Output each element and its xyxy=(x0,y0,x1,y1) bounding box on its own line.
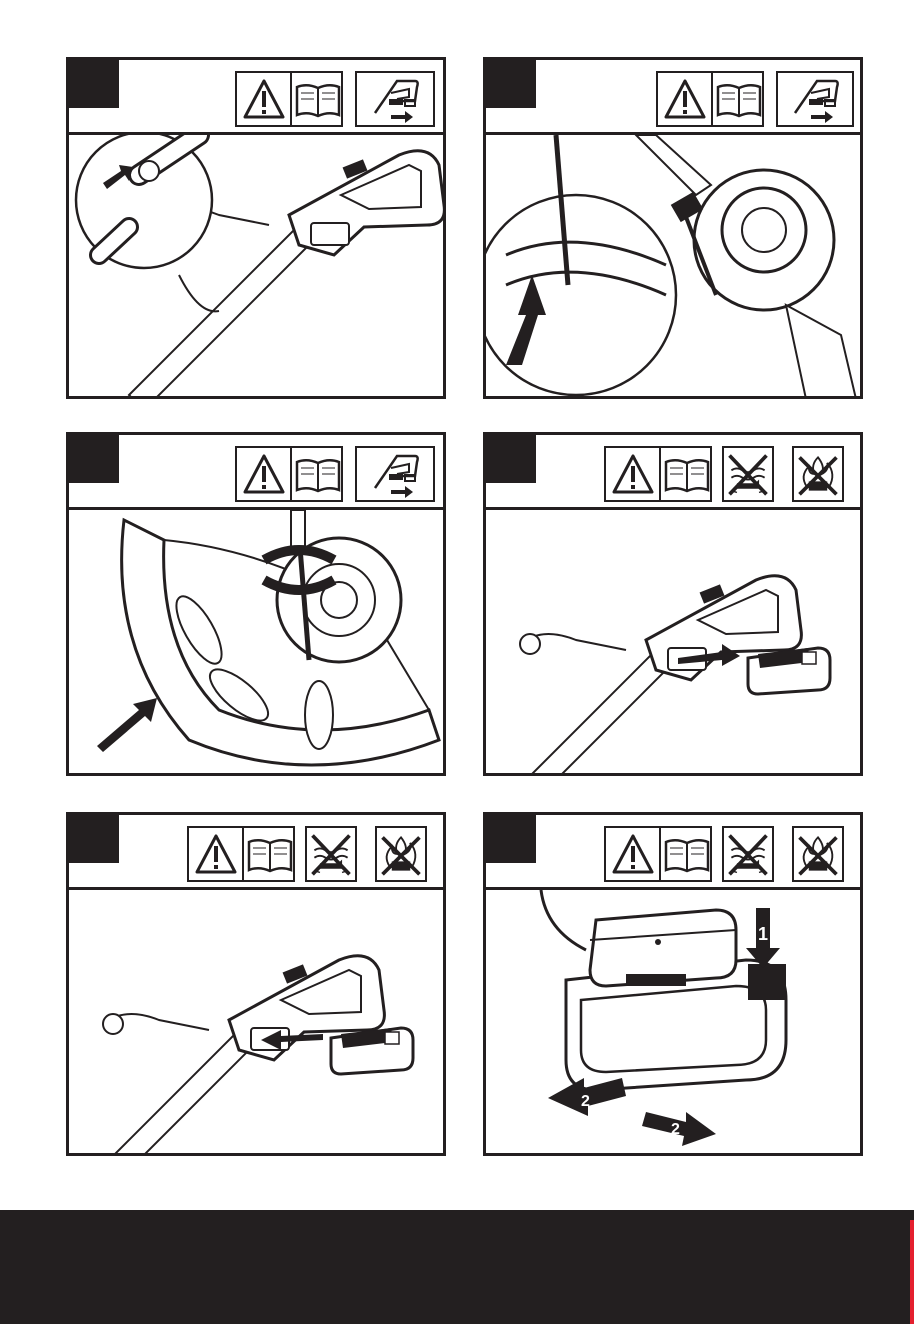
step-number-box xyxy=(486,815,536,863)
screwdriver-guard-illustration xyxy=(486,135,860,396)
step-panel-6: 1 2 2 xyxy=(483,812,863,1156)
step-number-box xyxy=(486,435,536,483)
battery-charger-illustration: 1 2 2 xyxy=(486,890,860,1153)
shaft-connector-illustration xyxy=(69,135,443,396)
charger-step-two-right-label: 2 xyxy=(671,1121,680,1138)
no-fire-icon xyxy=(792,446,844,502)
warning-read-manual-icon xyxy=(604,826,712,882)
warning-read-manual-icon xyxy=(235,446,343,502)
step-panel-1 xyxy=(66,57,446,399)
step-number-box xyxy=(69,435,119,483)
step-panel-5 xyxy=(66,812,446,1156)
remove-battery-icon xyxy=(776,71,854,127)
panel-header xyxy=(69,435,443,510)
remove-battery-icon xyxy=(355,71,435,127)
remove-battery-icon xyxy=(355,446,435,502)
battery-insertion-illustration xyxy=(69,890,443,1153)
warning-read-manual-icon xyxy=(235,71,343,127)
panel-header xyxy=(486,60,860,135)
panel-header xyxy=(69,60,443,135)
panel-header xyxy=(69,815,443,890)
warning-read-manual-icon xyxy=(187,826,295,882)
battery-removal-illustration xyxy=(486,510,860,773)
step-number-box xyxy=(69,815,119,863)
no-fire-icon xyxy=(375,826,427,882)
no-water-icon xyxy=(305,826,357,882)
charger-step-one-label: 1 xyxy=(758,924,768,944)
no-water-icon xyxy=(722,826,774,882)
footer-band xyxy=(0,1210,914,1324)
charger-step-two-left-label: 2 xyxy=(581,1093,590,1110)
warning-read-manual-icon xyxy=(604,446,712,502)
warning-read-manual-icon xyxy=(656,71,764,127)
guard-attach-illustration xyxy=(69,510,443,773)
step-panel-2 xyxy=(483,57,863,399)
step-number-box xyxy=(486,60,536,108)
step-number-box xyxy=(69,60,119,108)
step-panel-4 xyxy=(483,432,863,776)
footer-accent xyxy=(910,1220,914,1324)
no-water-icon xyxy=(722,446,774,502)
panel-header xyxy=(486,815,860,890)
step-panel-3 xyxy=(66,432,446,776)
no-fire-icon xyxy=(792,826,844,882)
panel-header xyxy=(486,435,860,510)
